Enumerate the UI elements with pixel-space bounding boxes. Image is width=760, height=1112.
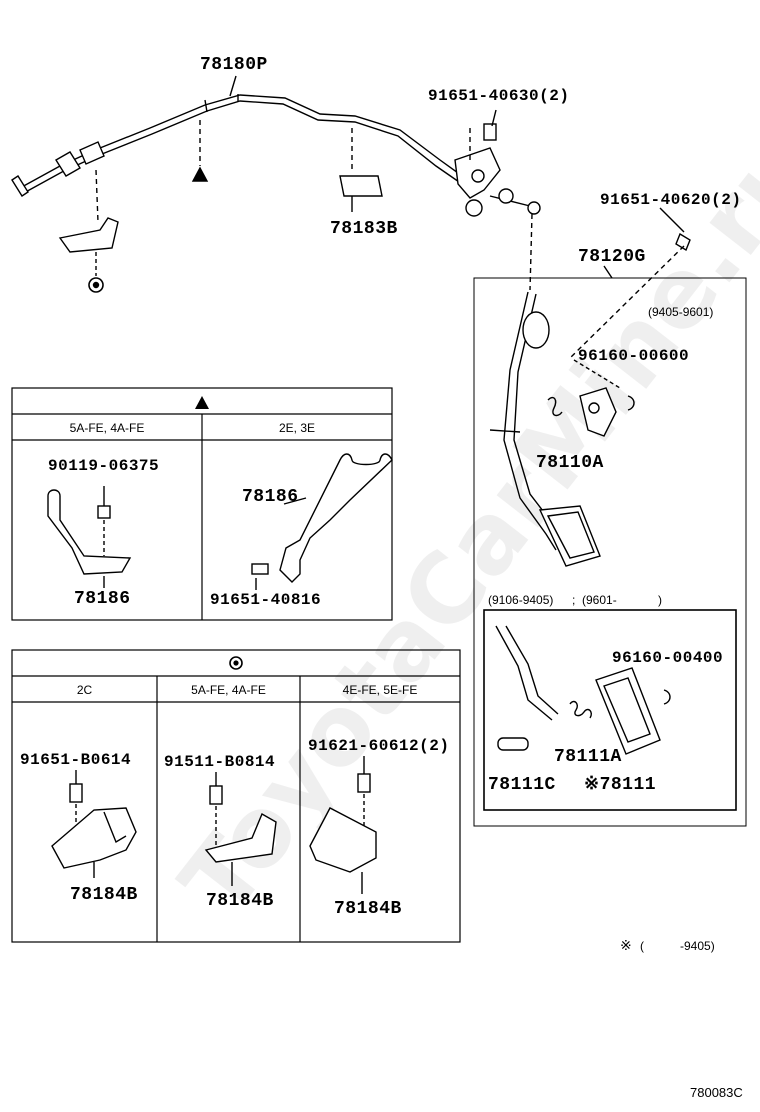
part-91621-60612: 91621-60612(2): [308, 737, 450, 755]
table2-col1-header: 2C: [76, 683, 93, 697]
figure-id: 780083C: [690, 1085, 743, 1100]
cable-clamp: [339, 128, 383, 212]
part-78184b-3: 78184B: [334, 899, 402, 919]
table1-col1-header: 5A-FE, 4A-FE: [69, 421, 145, 435]
part-91511-b0814: 91511-B0814: [164, 753, 276, 771]
part-bolt-right: 91651-40620(2): [600, 191, 742, 209]
table2-col2-header: 5A-FE, 4A-FE: [191, 683, 266, 697]
table-2-parts: [51, 756, 377, 894]
part-78111c: 78111C: [488, 775, 556, 795]
accelerator-cable: [11, 94, 541, 215]
footnote-range: -9405): [680, 939, 715, 953]
part-90119: 90119-06375: [48, 457, 160, 475]
part-78186-a: 78186: [74, 589, 131, 609]
inset-period-b: (9601-: [582, 593, 617, 607]
part-91651-40816: 91651-40816: [210, 591, 322, 609]
part-78180p: 78180P: [200, 55, 268, 75]
part-78184b-2: 78184B: [206, 891, 274, 911]
pedal-bracket: [547, 359, 635, 437]
table1-col2-header: 2E, 3E: [278, 421, 316, 435]
part-78186-b: 78186: [242, 487, 299, 507]
period-label: (9405-9601): [648, 305, 714, 319]
part-78111: ※78111: [584, 775, 657, 795]
part-78120g: 78120G: [578, 247, 646, 267]
table-1-parts: [47, 453, 393, 590]
part-clip-600: 96160-00600: [578, 347, 690, 365]
part-78110a: 78110A: [536, 453, 604, 473]
inset-sep: ;: [572, 593, 576, 607]
inset-period-b-close: ): [658, 593, 662, 607]
pedal-arm: [489, 291, 601, 567]
part-clip-400: 96160-00400: [612, 649, 724, 667]
cable-end-bracket: [454, 123, 501, 217]
footnote-open: (: [640, 939, 644, 953]
footnote-mark: ※: [620, 937, 632, 953]
part-78183b: 78183B: [330, 219, 398, 239]
inset-pedal: [495, 625, 671, 755]
table-2-lines: [11, 649, 461, 943]
part-78184b-1: 78184B: [70, 885, 138, 905]
inset-period-a: (9106-9405): [488, 593, 554, 607]
part-91651-b0614: 91651-B0614: [20, 751, 132, 769]
table-1-lines: [11, 387, 393, 621]
part-78111a: 78111A: [554, 747, 622, 767]
part-bolt-top: 91651-40630(2): [428, 87, 570, 105]
table2-col3-header: 4E-FE, 5E-FE: [342, 683, 418, 697]
left-bracket: [58, 120, 209, 293]
